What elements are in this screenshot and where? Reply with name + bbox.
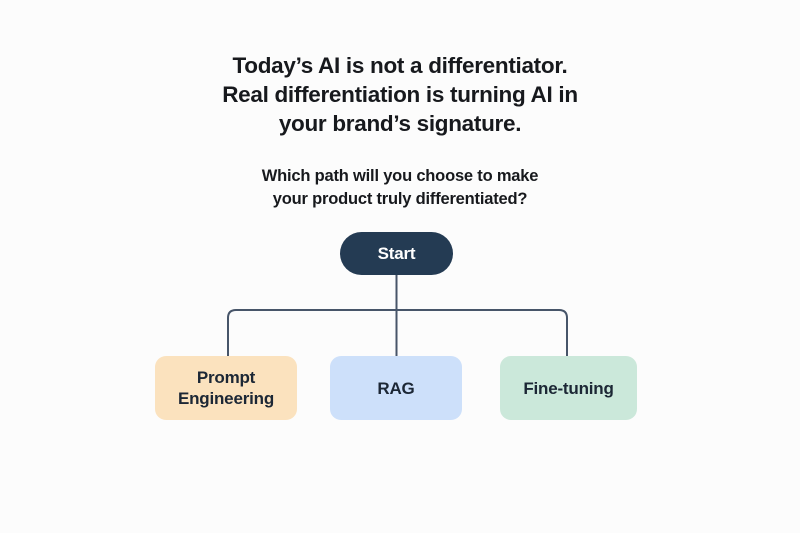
node-prompt-engineering-label: Prompt Engineering	[177, 368, 275, 408]
headline-line: your brand’s signature.	[278, 111, 522, 136]
question-line: Which path will you choose to make	[261, 167, 539, 185]
start-node-label: Start	[377, 243, 416, 263]
headline: Today’s AI is not a differentiator. Real…	[0, 51, 800, 138]
question-line: your product truly differentiated?	[272, 190, 528, 208]
node-rag[interactable]: RAG	[330, 356, 462, 420]
node-fine-tuning[interactable]: Fine-tuning	[500, 356, 637, 420]
headline-line: Today’s AI is not a differentiator.	[232, 53, 568, 78]
node-fine-tuning-label: Fine-tuning	[523, 378, 614, 398]
node-rag-label: RAG	[377, 378, 415, 398]
headline-line: Real differentiation is turning AI in	[222, 82, 578, 107]
connector-branch-line	[227, 309, 568, 356]
start-node[interactable]: Start	[340, 232, 453, 275]
node-prompt-engineering[interactable]: Prompt Engineering	[155, 356, 297, 420]
question-text: Which path will you choose to make your …	[0, 165, 800, 211]
